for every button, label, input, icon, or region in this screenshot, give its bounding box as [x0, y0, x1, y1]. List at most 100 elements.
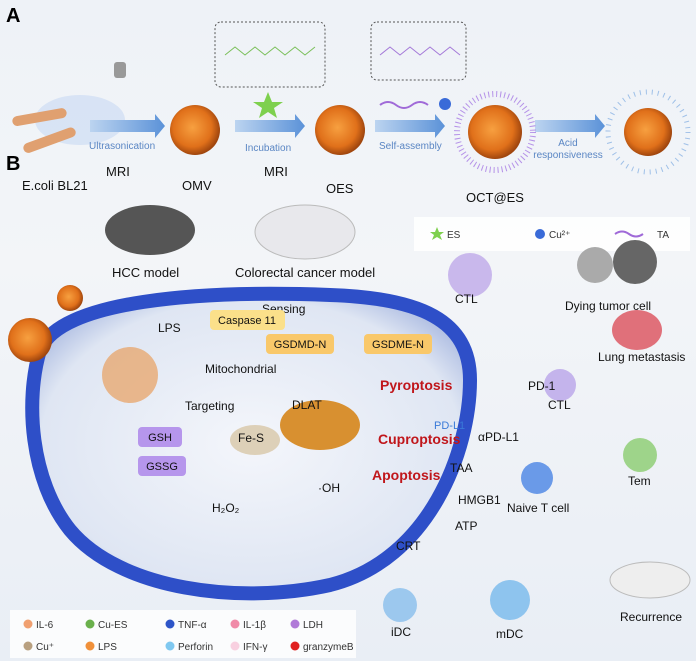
colorectal-mouse	[254, 204, 356, 260]
gssg-label: GSSG	[146, 461, 178, 473]
h2o2-label: H₂O₂	[212, 501, 240, 515]
legend-label: IL-1β	[243, 620, 266, 631]
cu2-ion-icon	[439, 98, 451, 110]
naive-t-label: Naive T cell	[507, 501, 569, 515]
gsh-box	[138, 427, 182, 447]
legend-swatch	[165, 619, 175, 629]
stage-oct-es: OCT@ES	[466, 190, 524, 205]
es-star-icon	[253, 92, 283, 118]
ta-chain-icon	[379, 101, 429, 109]
tem-cell	[623, 438, 657, 472]
mdc-label: mDC	[496, 627, 524, 641]
gsdme-box	[364, 334, 432, 354]
degrading-particle	[102, 347, 158, 403]
legend-bottom	[10, 610, 356, 658]
lps-label: LPS	[158, 321, 181, 335]
legend-swatch	[23, 641, 33, 651]
idc-cell	[383, 588, 417, 622]
legend-label: IFN-γ	[243, 642, 267, 653]
mdc-cell	[490, 580, 530, 620]
oct-es-particle	[57, 285, 83, 311]
mitochondrion	[280, 400, 360, 450]
stage-omv: OMV	[182, 178, 212, 193]
legend-swatch	[85, 619, 95, 629]
es-structure-box	[214, 21, 326, 88]
legend-label: Perforin	[178, 642, 213, 653]
legend-label: IL-6	[36, 620, 54, 631]
caspase-label: Caspase 11	[218, 315, 276, 327]
dlat-label: DLAT	[292, 398, 322, 412]
targeting-label: Targeting	[185, 399, 234, 413]
ta-structure-box	[370, 21, 467, 81]
legend-es: ES	[447, 230, 461, 241]
recurrence-label: Recurrence	[620, 610, 682, 624]
ta-icon	[614, 230, 644, 238]
released-particles	[605, 89, 691, 175]
legend-cu2: Cu²⁺	[549, 230, 570, 241]
arrow-acid: Acid	[558, 138, 577, 149]
ctl-label-2: CTL	[548, 398, 571, 412]
legend-swatch	[165, 641, 175, 651]
oct-es-vesicle	[468, 105, 522, 159]
arrow-responsiveness: responsiveness	[533, 150, 602, 161]
pyroptosis-label: Pyroptosis	[380, 377, 453, 393]
ta-molecule	[379, 46, 461, 56]
crt-label: CRT	[396, 539, 421, 553]
mri-label-2: MRI	[264, 164, 288, 179]
apoptosis-label: Apoptosis	[372, 467, 441, 483]
fes-label: Fe-S	[238, 431, 264, 445]
colorectal-model-label: Colorectal cancer model	[235, 265, 375, 280]
legend-swatch	[290, 619, 300, 629]
apdl1-label: αPD-L1	[478, 430, 519, 444]
omv-vesicle	[170, 105, 220, 155]
arrow-self-assembly: Self-assembly	[379, 141, 442, 152]
ecoli-bacteria	[12, 62, 126, 153]
hmgb1-label: HMGB1	[458, 493, 501, 507]
tem-label: Tem	[628, 474, 651, 488]
mri-label-1: MRI	[106, 164, 130, 179]
stage-ecoli: E.coli BL21	[22, 178, 88, 193]
gsdmd-label: GSDMD-N	[274, 339, 327, 351]
pdl1-label: PD-L1	[434, 420, 465, 432]
gsh-label: GSH	[148, 432, 172, 444]
legend-label: LPS	[98, 642, 117, 653]
atp-label: ATP	[455, 519, 477, 533]
stage-oes: OES	[326, 181, 354, 196]
legend-swatch	[230, 619, 240, 629]
arrow-incubation: Incubation	[245, 143, 291, 154]
legend-label: TNF-α	[178, 620, 207, 631]
gssg-box	[138, 456, 186, 476]
caspase-box	[210, 310, 285, 330]
process-arrows	[90, 114, 605, 138]
cu2-icon	[535, 229, 545, 239]
mito-label: Mitochondrial	[205, 362, 276, 376]
legend-label: Cu⁺	[36, 642, 54, 653]
naive-t-cell	[521, 462, 553, 494]
fe-s-cluster	[230, 425, 280, 455]
legend-swatch	[290, 641, 300, 651]
legend-ta: TA	[657, 230, 669, 241]
recurrence-mouse	[609, 561, 691, 599]
legend-label: granzymeB	[303, 642, 354, 653]
lung-icon	[612, 310, 662, 350]
legend-label: LDH	[303, 620, 323, 631]
oct-es-coating	[454, 91, 536, 173]
idc-label: iDC	[391, 625, 411, 639]
panel-b-label: B	[6, 153, 20, 175]
pd1-label: PD-1	[528, 379, 556, 393]
oct-es-particle	[8, 318, 52, 362]
hcc-model-label: HCC model	[112, 265, 179, 280]
lung-metastasis-label: Lung metastasis	[598, 350, 685, 364]
dying-cell-2	[613, 240, 657, 284]
released-vesicle	[624, 108, 672, 156]
dying-cell-1	[577, 247, 613, 283]
ctl-cell-1	[448, 253, 492, 297]
ctl-label-1: CTL	[455, 292, 478, 306]
legend-swatch	[85, 641, 95, 651]
legend-swatch	[230, 641, 240, 651]
es-star-icon	[430, 227, 444, 240]
arrow-ultrasonication: Ultrasonication	[89, 141, 155, 152]
